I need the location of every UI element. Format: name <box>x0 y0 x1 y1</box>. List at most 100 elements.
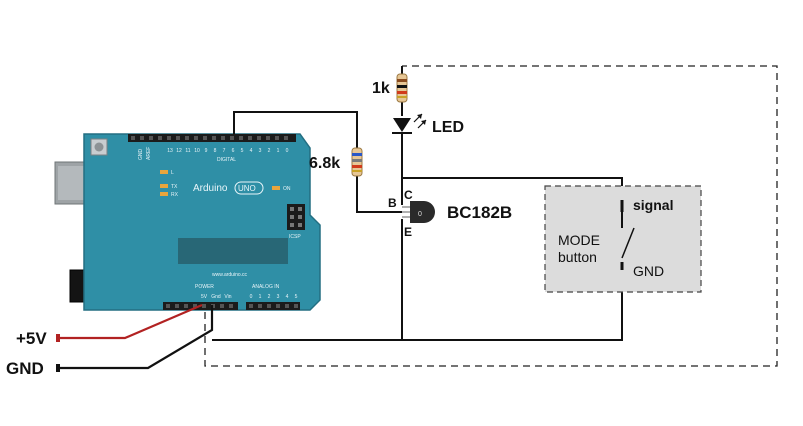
icsp-header <box>287 204 305 230</box>
header-pin-hole <box>175 304 179 308</box>
board-body <box>83 133 321 311</box>
wire-ground-bus <box>212 270 623 341</box>
header-pin-hole <box>131 136 135 140</box>
digital-pin-label: 4 <box>250 148 253 154</box>
on-label: ON <box>283 186 291 192</box>
icsp-pin <box>298 215 302 219</box>
switch-symbol <box>620 200 635 270</box>
transistor-label: BC182B <box>447 203 512 222</box>
header-pin-hole <box>176 136 180 140</box>
microcontroller-chip <box>178 238 288 264</box>
header-pin-hole <box>185 136 189 140</box>
resistor-6k8 <box>351 147 363 177</box>
wire-5v <box>58 303 203 340</box>
digital-pin-label: 9 <box>205 148 208 154</box>
aref-label: AREF <box>146 147 152 160</box>
icsp-pin <box>298 223 302 227</box>
wire-gnd-supply <box>60 305 214 370</box>
resistor-6k8-label: 6.8k <box>309 155 340 172</box>
transistor-pin-c: C <box>404 188 413 202</box>
header-pin-hole <box>202 304 206 308</box>
header-pin-hole <box>267 304 271 308</box>
digital-label: DIGITAL <box>217 157 236 163</box>
switch-gnd-label: GND <box>633 263 664 279</box>
power-pin-label: Gnd <box>211 294 221 300</box>
header-pin-hole <box>275 136 279 140</box>
header-pin-hole <box>184 304 188 308</box>
led-label: LED <box>432 119 464 136</box>
digital-pin-label: 11 <box>185 148 190 154</box>
power-pin-label: Vin <box>224 294 231 300</box>
rx-label: RX <box>171 192 179 198</box>
header-pin-hole <box>230 136 234 140</box>
analog-pin-label: 1 <box>259 294 262 300</box>
transistor-pin-b: B <box>388 196 397 210</box>
icsp-pin <box>290 215 294 219</box>
icsp-pin <box>290 207 294 211</box>
icsp-pin <box>298 207 302 211</box>
supply-5v-label: +5V <box>16 329 47 348</box>
digital-pin-label: 5 <box>241 148 244 154</box>
led-tx-indicator <box>160 184 168 188</box>
mode-button-subtitle: button <box>558 249 597 265</box>
wire-digital-pin <box>233 111 358 148</box>
supply-gnd-terminal <box>56 364 60 372</box>
resistor-1k-label: 1k <box>372 80 390 97</box>
header-pin-hole <box>284 136 288 140</box>
led-on-indicator <box>272 186 280 190</box>
header-pin-hole <box>258 304 262 308</box>
led-l-indicator <box>160 170 168 174</box>
header-pin-hole <box>294 304 298 308</box>
header-pin-hole <box>266 136 270 140</box>
icsp-label: ICSP <box>289 234 301 240</box>
wire-base <box>356 176 410 213</box>
board-model: UNO <box>238 184 256 193</box>
enclosure-outline <box>204 65 778 367</box>
analog-pin-label: 2 <box>268 294 271 300</box>
header-pin-hole <box>249 304 253 308</box>
resistor-1k <box>396 73 408 103</box>
header-pin-hole <box>285 304 289 308</box>
switch-signal-label: signal <box>633 197 673 213</box>
header-pin-hole <box>248 136 252 140</box>
header-pin-hole <box>193 304 197 308</box>
l-label: L <box>171 170 174 176</box>
header-pin-hole <box>276 304 280 308</box>
gnd-header-label: GND <box>138 149 144 161</box>
analog-label: ANALOG IN <box>252 284 280 290</box>
digital-pin-label: 12 <box>176 148 182 154</box>
header-pin-hole <box>221 136 225 140</box>
digital-pin-label: 8 <box>214 148 217 154</box>
board-url: www.arduino.cc <box>212 272 248 278</box>
led-rx-indicator <box>160 192 168 196</box>
board-brand: Arduino <box>193 183 228 194</box>
header-pin-hole <box>149 136 153 140</box>
header-pin-hole <box>140 136 144 140</box>
header-pin-hole <box>220 304 224 308</box>
icsp-pin <box>290 223 294 227</box>
analog-header <box>246 302 300 310</box>
digital-pin-label: 1 <box>277 148 280 154</box>
analog-pin-label: 5 <box>295 294 298 300</box>
transistor-pin-e: E <box>404 225 412 239</box>
header-pin-hole <box>257 136 261 140</box>
header-pin-hole <box>167 136 171 140</box>
digital-pin-label: 10 <box>194 148 200 154</box>
svg-text:0: 0 <box>418 211 422 218</box>
header-pin-hole <box>166 304 170 308</box>
header-pin-hole <box>194 136 198 140</box>
digital-pin-label: 0 <box>286 148 289 154</box>
mode-button-title: MODE <box>558 232 600 248</box>
digital-pin-label: 13 <box>167 148 173 154</box>
digital-pin-label: 3 <box>259 148 262 154</box>
header-pin-hole <box>212 136 216 140</box>
digital-pin-label: 6 <box>232 148 235 154</box>
digital-pin-label: 2 <box>268 148 271 154</box>
supply-gnd-label: GND <box>6 359 44 378</box>
header-pin-hole <box>203 136 207 140</box>
analog-pin-label: 3 <box>277 294 280 300</box>
power-pin-label: 5V <box>201 294 208 300</box>
header-pin-hole <box>239 136 243 140</box>
supply-5v-terminal <box>56 334 60 342</box>
